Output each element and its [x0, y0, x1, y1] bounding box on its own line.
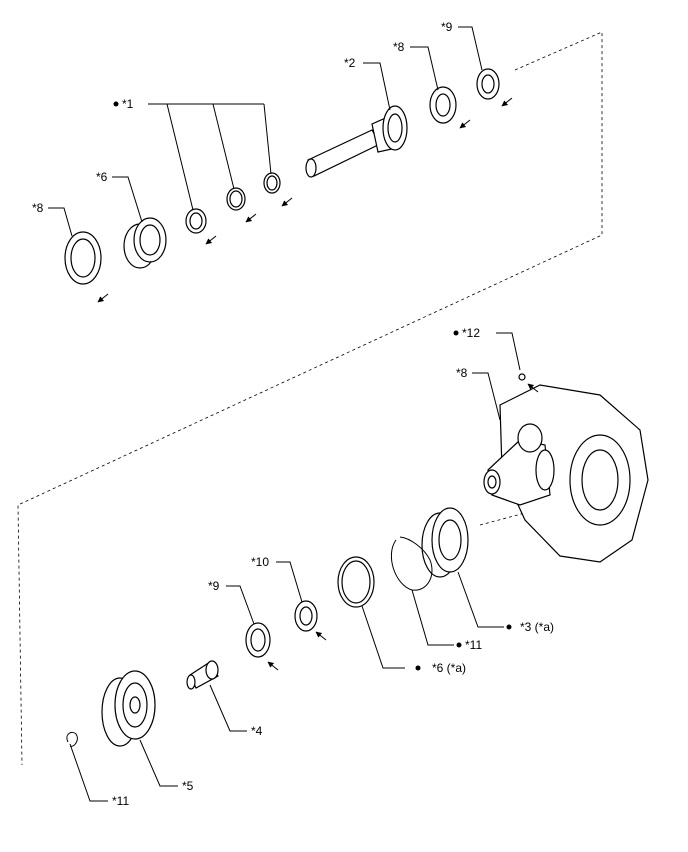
shaft-4: [186, 660, 219, 690]
label-c9-bottom: *9: [208, 579, 220, 593]
label-c12: *12: [462, 326, 480, 340]
ring-gear-bottom-6: [337, 556, 375, 608]
label-c6-bottom: *6 (*a): [432, 661, 466, 675]
thrust-washer-10: [294, 600, 318, 632]
part-labels: *1 *2 *8 *9 *6 *8 *12 *8 *3 (*a) *11 *6 …: [32, 20, 554, 808]
label-c2: *2: [344, 56, 356, 70]
transaxle-case-part: [483, 384, 649, 563]
ring-gear-top-6: [123, 217, 167, 269]
bearing-top-left-8: [64, 231, 102, 285]
label-c10: *10: [251, 555, 269, 569]
label-c3: *3 (*a): [520, 620, 554, 634]
label-c5: *5: [182, 779, 194, 793]
new-part-markers: [113, 101, 512, 671]
input-shaft-part: [305, 105, 408, 178]
label-c8-top-right: *8: [393, 40, 405, 54]
apply-grease-arrows-lower: [267, 631, 327, 671]
label-c4: *4: [251, 724, 263, 738]
assembly-guide-lines: [17, 31, 603, 766]
label-c11-right: *11: [465, 638, 482, 652]
bearing-top-right-8: [429, 86, 457, 124]
snap-ring-right-11: [390, 536, 433, 591]
planetary-carrier-5: [101, 670, 156, 747]
bearing-bottom-9: [245, 622, 271, 658]
thrust-washer-top-9: [476, 68, 500, 100]
leader-lines-upper: [48, 26, 483, 237]
gear-3: [421, 507, 469, 578]
label-c6-top: *6: [96, 170, 108, 184]
label-c8-top-left: *8: [32, 201, 44, 215]
label-c9-top: *9: [441, 20, 453, 34]
apply-grease-arrows-upper: [97, 97, 513, 303]
snap-ring-left-11: [66, 731, 78, 747]
o-ring-12: [518, 373, 539, 393]
snap-rings-1: [185, 172, 281, 234]
label-c8-case: *8: [456, 366, 468, 380]
label-c11-left: *11: [112, 794, 129, 808]
label-c1: *1: [122, 97, 134, 111]
leader-lines-lower: [69, 332, 521, 802]
